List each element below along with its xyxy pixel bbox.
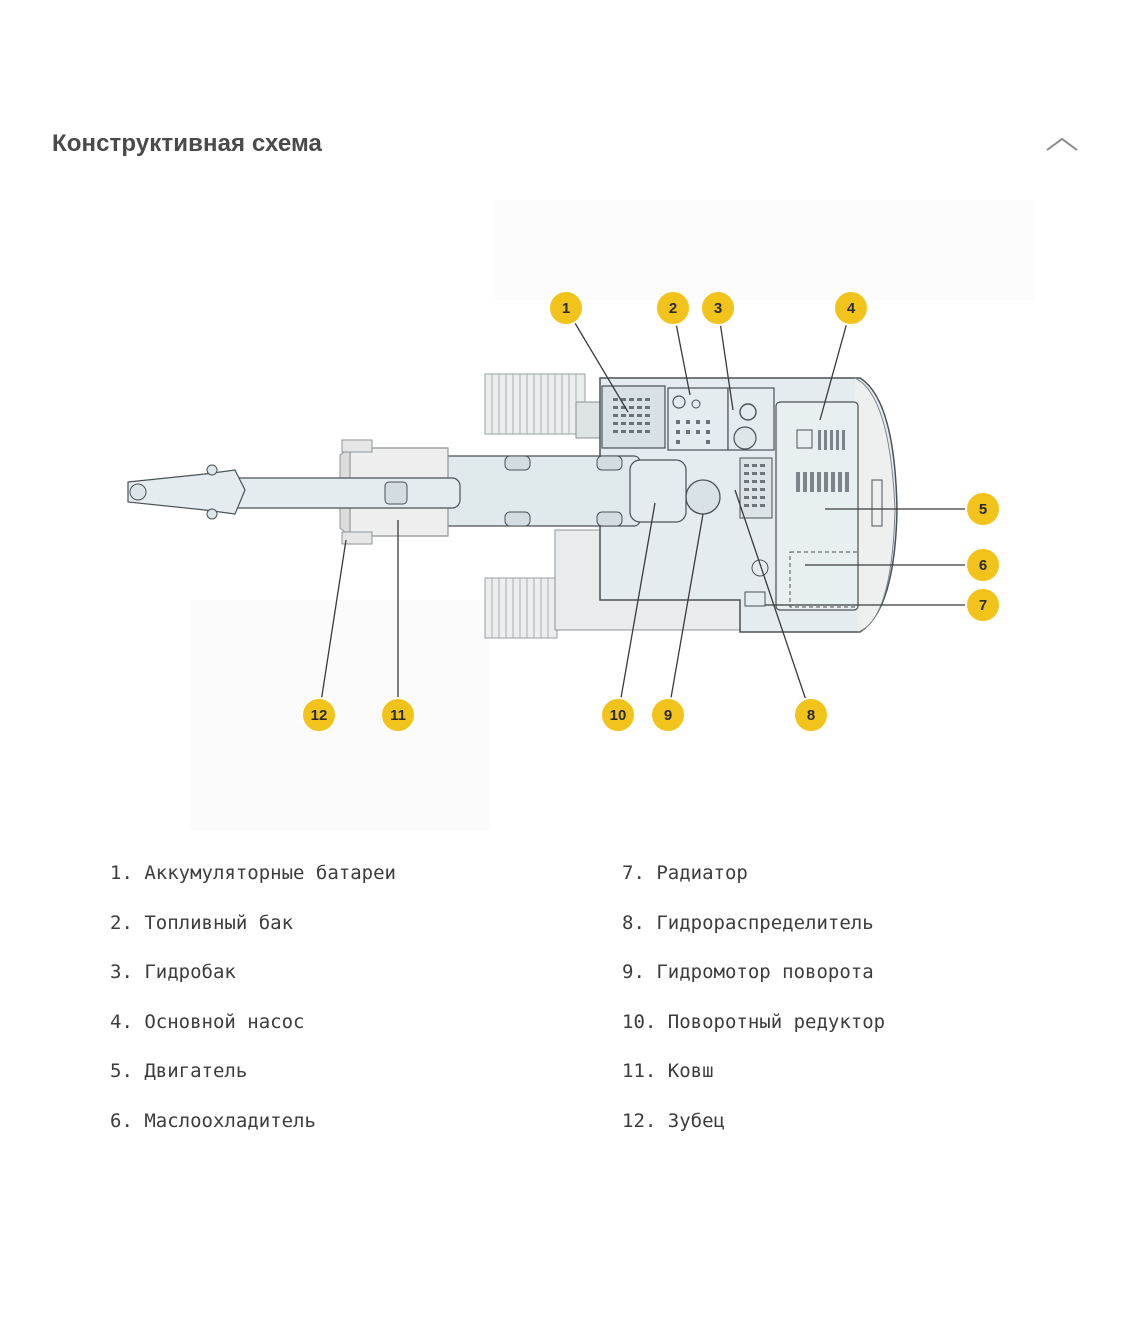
svg-text:3: 3: [714, 300, 722, 317]
svg-text:10: 10: [610, 707, 627, 724]
callout-12: 12: [301, 697, 337, 733]
background-ghost: [190, 200, 1035, 830]
callout-badges: 1 2 3 4 5 6 7 8 9 10 11 12: [301, 290, 1001, 733]
callout-7: 7: [965, 587, 1001, 623]
svg-text:6: 6: [979, 557, 987, 574]
legend-item: 2. Топливный бак: [110, 911, 294, 934]
legend-item: 4. Основной насос: [110, 1010, 305, 1033]
legend-item: 11. Ковш: [622, 1060, 714, 1083]
boom-arm: [127, 439, 687, 545]
page-title: Конструктивная схема: [52, 130, 322, 157]
callout-8: 8: [793, 697, 829, 733]
callout-10: 10: [600, 697, 636, 733]
legend-item: 10. Поворотный редуктор: [622, 1010, 886, 1033]
leader-lines: [318, 307, 983, 716]
legend-item: 3. Гидробак: [110, 961, 236, 984]
chevron-up-icon[interactable]: [1044, 132, 1080, 156]
svg-text:7: 7: [979, 597, 987, 614]
svg-text:4: 4: [847, 300, 856, 317]
svg-text:9: 9: [664, 707, 672, 724]
svg-text:12: 12: [311, 707, 328, 724]
callout-6: 6: [965, 547, 1001, 583]
callout-4: 4: [833, 290, 869, 326]
svg-text:2: 2: [669, 300, 677, 317]
track-top: [484, 373, 603, 439]
callout-1: 1: [548, 290, 584, 326]
legend-item: 7. Радиатор: [622, 862, 748, 884]
svg-text:8: 8: [807, 707, 815, 724]
svg-text:1: 1: [562, 300, 570, 317]
legend-item: 12. Зубец: [622, 1109, 725, 1132]
svg-text:5: 5: [979, 501, 987, 518]
callout-9: 9: [650, 697, 686, 733]
legend-item: 6. Маслоохладитель: [110, 1109, 316, 1132]
legend-item: 9. Гидромотор поворота: [622, 961, 874, 984]
callout-11: 11: [380, 697, 416, 733]
callout-2: 2: [655, 290, 691, 326]
legend-item: 1. Аккумуляторные батареи: [110, 862, 396, 884]
component-legend: 1. Аккумуляторные батареи 2. Топливный б…: [110, 858, 1010, 1156]
collapse-button[interactable]: [1044, 132, 1080, 156]
callout-5: 5: [965, 491, 1001, 527]
legend-item: 8. Гидрораспределитель: [622, 911, 874, 934]
upper-structure: [599, 377, 898, 633]
svg-text:11: 11: [390, 707, 406, 724]
callout-3: 3: [700, 290, 736, 326]
legend-item: 5. Двигатель: [110, 1060, 248, 1083]
excavator-diagram: 1 2 3 4 5 6 7 8 9 10 11 12: [127, 200, 1035, 830]
